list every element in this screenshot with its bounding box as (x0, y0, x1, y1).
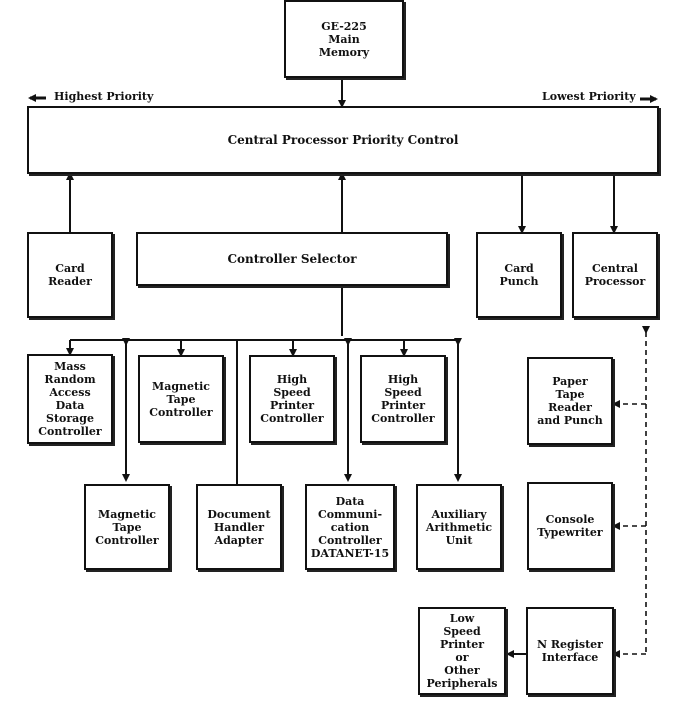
priority-control-box: Central Processor Priority Control (27, 106, 659, 174)
magnetic-tape-controller-2-box: Magnetic Tape Controller (84, 484, 170, 570)
lowest-priority-label: Lowest Priority (542, 90, 636, 103)
high-speed-printer-controller-2-box: High Speed Printer Controller (360, 355, 446, 443)
auxiliary-arithmetic-unit-box: Auxiliary Arithmetic Unit (416, 484, 502, 570)
data-communication-controller-box: Data Communi- cation Controller DATANET-… (305, 484, 395, 570)
low-speed-printer-box: Low Speed Printer or Other Peripherals (418, 607, 506, 695)
console-typewriter-box: Console Typewriter (527, 482, 613, 570)
n-register-interface-box: N Register Interface (526, 607, 614, 695)
card-reader-box: Card Reader (27, 232, 113, 318)
paper-tape-reader-box: Paper Tape Reader and Punch (527, 357, 613, 445)
magnetic-tape-controller-1-box: Magnetic Tape Controller (138, 355, 224, 443)
main-memory-box: GE-225 Main Memory (284, 0, 404, 78)
document-handler-adapter-box: Document Handler Adapter (196, 484, 282, 570)
controller-selector-box: Controller Selector (136, 232, 448, 286)
mass-storage-controller-box: Mass Random Access Data Storage Controll… (27, 354, 113, 444)
high-speed-printer-controller-1-box: High Speed Printer Controller (249, 355, 335, 443)
highest-priority-label: Highest Priority (54, 90, 154, 103)
central-processor-box: Central Processor (572, 232, 658, 318)
card-punch-box: Card Punch (476, 232, 562, 318)
